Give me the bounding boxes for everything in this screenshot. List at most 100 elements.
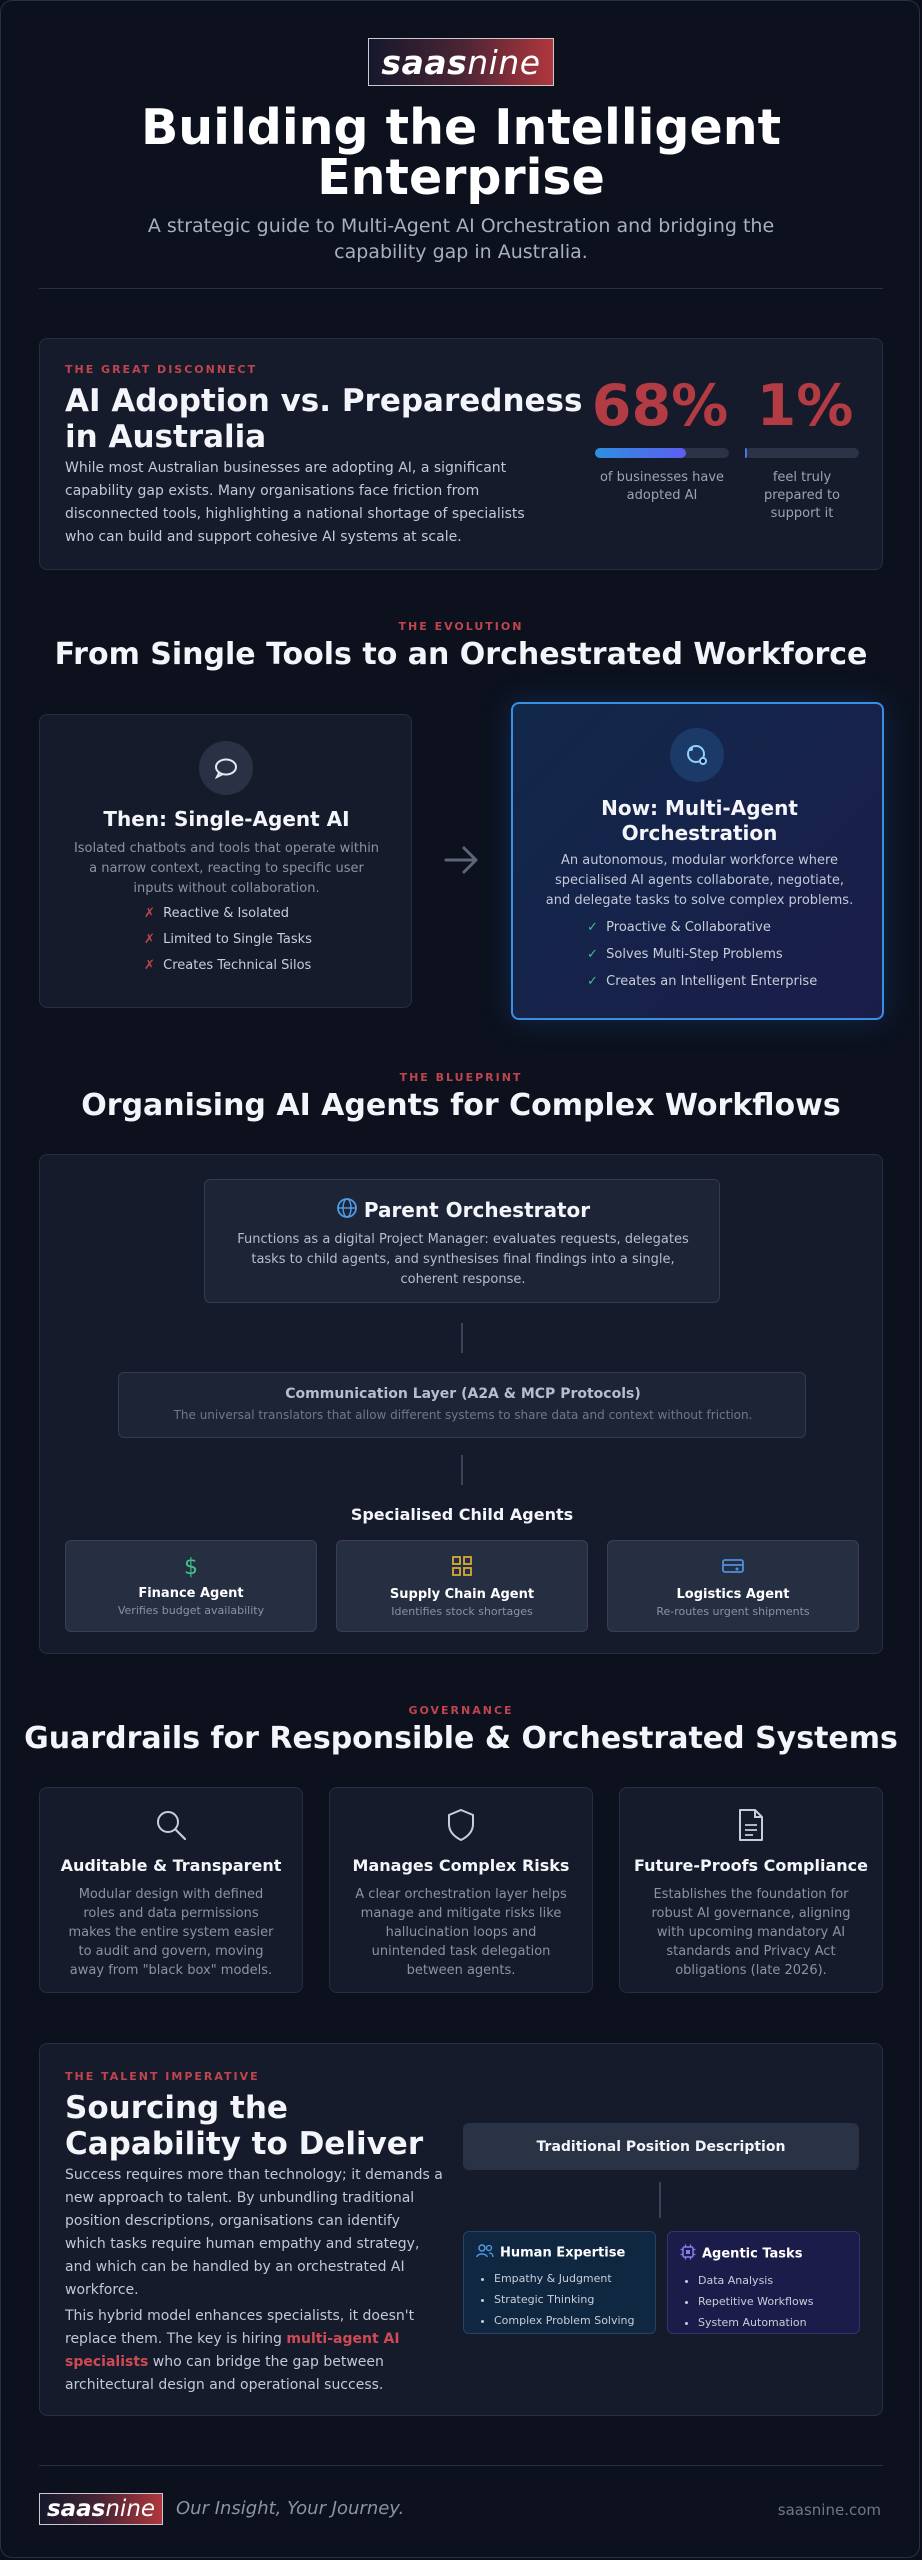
human-expertise-heading: Human Expertise (476, 2244, 655, 2262)
check-icon: ✓ (587, 920, 598, 935)
check-icon: ✓ (587, 974, 598, 989)
users-icon (476, 2244, 494, 2262)
evolution-title: From Single Tools to an Orchestrated Wor… (54, 637, 868, 672)
governance-card-auditable: Auditable & Transparent Modular design w… (39, 1787, 303, 1993)
document-icon (620, 1808, 882, 1844)
governance-card-compliance: Future-Proofs Compliance Establishes the… (619, 1787, 883, 1993)
globe-icon (336, 1197, 358, 1223)
traditional-position-box: Traditional Position Description (463, 2123, 859, 2170)
orchestrator-desc: Functions as a digital Project Manager: … (237, 1232, 689, 1287)
shield-icon (330, 1808, 592, 1844)
agentic-tasks-box: Agentic Tasks Data Analysis Repetitive W… (667, 2231, 860, 2334)
list-item: Repetitive Workflows (698, 2291, 859, 2312)
orchestrator-title: Parent Orchestrator (363, 1198, 591, 1222)
chip-icon (680, 2244, 696, 2264)
logo-text-bold: saas (46, 2496, 106, 2522)
list-item: ✗ Limited to Single Tasks (144, 932, 312, 947)
stat-adopted-value: 68% (591, 373, 729, 439)
agent-name: Supply Chain Agent (389, 1587, 535, 1602)
governance-card-desc: Modular design with defined roles and da… (68, 1887, 274, 1978)
footer-tagline: Our Insight, Your Journey. (176, 2498, 405, 2519)
finance-agent-card: $ Finance Agent Verifies budget availabi… (65, 1540, 317, 1632)
disconnect-card: THE GREAT DISCONNECT AI Adoption vs. Pre… (39, 338, 883, 570)
governance-title: Guardrails for Responsible & Orchestrate… (24, 1721, 898, 1756)
talent-card: THE TALENT IMPERATIVE Sourcing the Capab… (39, 2043, 883, 2416)
stat-prepared-bar (745, 448, 859, 458)
orchestrator-heading: Parent Orchestrator (205, 1197, 721, 1223)
talent-title: Sourcing the Capability to Deliver (65, 2090, 424, 2162)
children-title: Specialised Child Agents (350, 1505, 574, 1524)
divider (39, 288, 883, 289)
grid-icon (337, 1555, 587, 1581)
list-item: Complex Problem Solving (494, 2310, 655, 2331)
evolution-kicker: THE EVOLUTION (398, 620, 524, 633)
agentic-tasks-heading: Agentic Tasks (680, 2244, 859, 2264)
logo-text-bold: saas (381, 42, 468, 82)
connector-line (659, 2182, 661, 2218)
stat-adopted-bar-fill (595, 448, 687, 458)
comm-desc: The universal translators that allow dif… (173, 1408, 753, 1422)
blueprint-kicker: THE BLUEPRINT (399, 1071, 523, 1084)
governance-card-title: Future-Proofs Compliance (634, 1856, 868, 1875)
agent-desc: Re-routes urgent shipments (656, 1605, 810, 1618)
agent-desc: Verifies budget availability (117, 1604, 265, 1617)
list-item: ✓ Solves Multi-Step Problems (587, 947, 783, 962)
talent-kicker: THE TALENT IMPERATIVE (65, 2070, 260, 2083)
now-desc: An autonomous, modular workforce where s… (545, 853, 854, 908)
list-item: ✓ Proactive & Collaborative (587, 920, 771, 935)
agent-name: Finance Agent (138, 1586, 244, 1601)
magnifier-icon (40, 1808, 302, 1844)
x-icon: ✗ (144, 958, 155, 973)
human-expertise-box: Human Expertise Empathy & Judgment Strat… (463, 2231, 656, 2334)
then-title: Then: Single-Agent AI (103, 807, 350, 831)
speech-bubble-icon (199, 741, 253, 795)
blueprint-card: Parent Orchestrator Functions as a digit… (39, 1154, 883, 1654)
then-card: Then: Single-Agent AI Isolated chatbots … (39, 714, 412, 1008)
page-subtitle: A strategic guide to Multi-Agent AI Orch… (147, 215, 775, 263)
stat-prepared-value: 1% (756, 373, 854, 439)
list-item: ✗ Reactive & Isolated (144, 906, 290, 921)
list-item: Data Analysis (698, 2270, 859, 2291)
communication-layer-box: Communication Layer (A2A & MCP Protocols… (118, 1372, 806, 1438)
dollar-icon: $ (184, 1555, 198, 1580)
connector-line (461, 1323, 463, 1353)
human-expertise-list: Empathy & Judgment Strategic Thinking Co… (476, 2268, 655, 2331)
governance-card-desc: Establishes the foundation for robust AI… (651, 1887, 851, 1978)
orchestrator-box: Parent Orchestrator Functions as a digit… (204, 1179, 720, 1303)
check-icon: ✓ (587, 947, 598, 962)
then-desc: Isolated chatbots and tools that operate… (73, 841, 380, 896)
governance-card-desc: A clear orchestration layer helps manage… (355, 1887, 567, 1978)
logo-text-light: nine (105, 2496, 156, 2522)
now-card: Now: Multi-Agent Orchestration An autono… (511, 702, 884, 1020)
agent-name: Logistics Agent (676, 1587, 790, 1602)
stat-adopted-bar (595, 448, 729, 458)
list-item: ✓ Creates an Intelligent Enterprise (587, 974, 818, 989)
list-item: Strategic Thinking (494, 2289, 655, 2310)
stat-adopted-label: of businesses have adopted AI (599, 470, 725, 503)
stat-prepared-label: feel truly prepared to support it (763, 470, 841, 521)
now-list: ✓ Proactive & Collaborative ✓ Solves Mul… (587, 920, 817, 989)
disconnect-body: While most Australian businesses are ado… (65, 460, 525, 545)
logo-text-light: nine (467, 42, 541, 82)
stat-prepared-bar-fill (745, 448, 747, 458)
agentic-tasks-list: Data Analysis Repetitive Workflows Syste… (680, 2270, 859, 2333)
truck-icon (608, 1555, 858, 1581)
supply-chain-agent-card: Supply Chain Agent Identifies stock shor… (336, 1540, 588, 1632)
blueprint-title: Organising AI Agents for Complex Workflo… (81, 1088, 841, 1123)
network-icon (670, 728, 724, 782)
governance-card-title: Manages Complex Risks (352, 1856, 570, 1875)
disconnect-kicker: THE GREAT DISCONNECT (65, 363, 258, 376)
connector-line (461, 1455, 463, 1485)
list-item: Empathy & Judgment (494, 2268, 655, 2289)
x-icon: ✗ (144, 932, 155, 947)
talent-highlight: multi-agent AI specialists (65, 2331, 400, 2370)
governance-kicker: GOVERNANCE (408, 1704, 514, 1717)
page-title: Building the Intelligent Enterprise (140, 99, 782, 206)
footer-site-link[interactable]: saasnine.com (777, 2501, 881, 2519)
governance-card-risks: Manages Complex Risks A clear orchestrat… (329, 1787, 593, 1993)
list-item: System Automation (698, 2312, 859, 2333)
governance-card-title: Auditable & Transparent (60, 1856, 282, 1875)
